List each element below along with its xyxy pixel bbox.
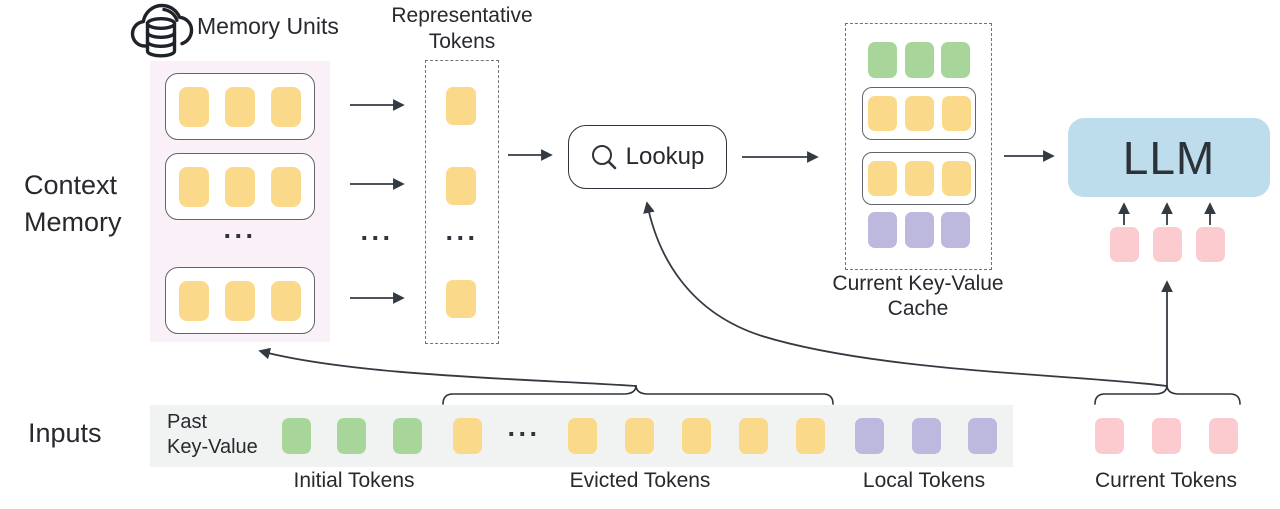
cache-evicted-token [941,161,971,196]
inputs-label: Inputs [28,418,102,448]
memory-token [179,166,209,207]
memory-unit [165,153,315,220]
initial-tokens-label: Initial Tokens [293,469,415,492]
evicted-tokens-brace [442,384,834,405]
llm-node: LLM [1068,118,1270,197]
cache-local-token [941,212,970,248]
llm-input-token [1196,227,1225,262]
context-memory-label: Context Memory [24,170,122,237]
cache-evicted-token [904,96,934,131]
memory-unit [165,267,315,334]
current-token [1095,418,1124,454]
cloud-database-icon [130,3,194,58]
representative-tokens-box [425,60,499,344]
local-token [968,418,997,454]
lookup-node: Lookup [568,125,727,189]
memory-token [271,166,301,207]
search-icon [591,144,616,169]
cache-local-token [905,212,934,248]
representative-ellipsis: ··· [445,223,479,253]
current-tokens-label: Current Tokens [1094,469,1238,492]
evicted-token [682,418,711,454]
local-token [912,418,941,454]
cache-evicted-token [867,161,897,196]
past-key-value-label: Past Key-Value [167,411,258,458]
llm-input-token [1153,227,1182,262]
evicted-token [739,418,768,454]
evicted-ellipsis: ··· [507,419,541,449]
cache-initial-token [905,42,934,78]
initial-token [282,418,311,454]
evicted-tokens-label: Evicted Tokens [569,469,711,492]
representative-token [446,280,476,318]
evicted-token [453,418,482,454]
cache-evicted-token [867,96,897,131]
arrow-evicted-to-memory [258,347,637,387]
local-token [855,418,884,454]
memory-token [225,86,255,127]
memory-token [271,280,301,321]
local-tokens-label: Local Tokens [862,469,986,492]
evicted-token [568,418,597,454]
initial-token [393,418,422,454]
memory-token [225,166,255,207]
memory-unit [165,73,315,140]
llm-label: LLM [1122,131,1216,184]
cache-memory-unit [862,152,976,205]
current-token [1209,418,1238,454]
cache-evicted-token [941,96,971,131]
memory-token [271,86,301,127]
llm-input-token [1110,227,1139,262]
memory-token [225,280,255,321]
representative-token [446,87,476,125]
memory-token [179,86,209,127]
cache-initial-token [868,42,897,78]
current-tokens-brace [1094,384,1241,405]
initial-token [337,418,366,454]
representative-tokens-label: Representative Tokens [391,4,533,53]
evicted-token [796,418,825,454]
current-token [1152,418,1181,454]
memory-token [179,280,209,321]
cache-evicted-token [904,161,934,196]
memory-ellipsis: ··· [223,221,257,251]
cache-memory-unit [862,87,976,140]
memory-units-label: Memory Units [197,13,339,39]
representative-token [446,167,476,205]
arrows-ellipsis: ··· [360,223,394,253]
lookup-label: Lookup [625,143,705,170]
current-kv-cache-label: Current Key-Value Cache [832,272,1004,320]
cache-initial-token [941,42,970,78]
cache-local-token [868,212,897,248]
evicted-token [625,418,654,454]
